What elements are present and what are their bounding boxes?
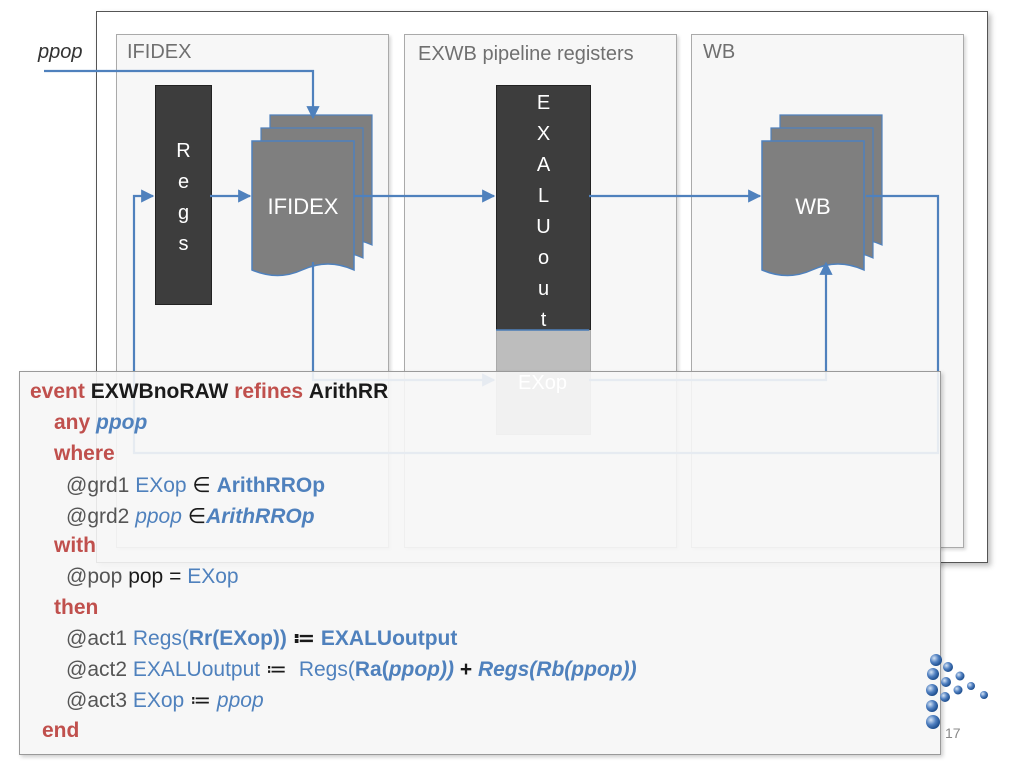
page-number: 17 (945, 725, 961, 741)
exaluout-letter: E (536, 92, 551, 114)
param-ppop: ppop (96, 411, 148, 434)
act2-ppop: ppop)) (388, 658, 454, 681)
ifidex-doc-front (251, 140, 355, 277)
end-line: end (42, 719, 79, 743)
exaluout-letter: o (537, 247, 550, 269)
act3-rhs: ppop (216, 689, 264, 712)
act2-lhs: EXALUoutput (132, 658, 261, 681)
act3-lhs: EXop (132, 689, 185, 712)
regs-letter: s (178, 233, 189, 255)
any-line: any ppop (54, 411, 147, 435)
act1-regs: Regs( (132, 627, 189, 650)
arrow-exop-to-wb (589, 261, 833, 382)
ifidex-doc-stack (251, 114, 373, 277)
regs-letter: e (177, 171, 190, 193)
pop-witness-line: @pop pop = EXop (66, 565, 239, 589)
exaluout-letter: t (540, 309, 547, 331)
arrow-ifidex-to-exop (311, 262, 496, 387)
act1-rr: Rr(EXop)) (188, 627, 287, 650)
kw-then: then (54, 596, 99, 619)
pop-label: @pop (66, 565, 123, 588)
exaluout-letter: X (536, 123, 551, 145)
regs-register: R e g s (155, 85, 212, 305)
kw-any: any (54, 411, 91, 434)
regs-letters: R e g s (156, 136, 211, 260)
exop-label: EXop (518, 372, 567, 394)
event-code-box (19, 371, 941, 755)
stage-title-exwb: EXWB pipeline registers (418, 43, 634, 65)
stage-title-wb: WB (703, 41, 736, 63)
event-name: EXWBnoRAW (90, 380, 229, 403)
regs-letter: g (177, 202, 190, 224)
grd1-set: ArithRROp (216, 474, 326, 497)
exaluout-register: E X A L U o u t (496, 85, 591, 332)
wb-doc-front (761, 140, 865, 277)
act1-rhs: EXALUoutput (320, 627, 458, 650)
exaluout-letter: A (536, 154, 551, 176)
kw-end: end (42, 719, 80, 742)
act3-line: @act3 EXop ≔ ppop (66, 688, 264, 713)
act2-plus: + (459, 658, 473, 681)
kw-refines: refines (234, 380, 304, 403)
act2-ra: Ra( (354, 658, 389, 681)
grd2-set: ArithRROp (206, 505, 315, 528)
act2-regs-rb: Regs(Rb(ppop)) (477, 658, 637, 681)
exaluout-letter: u (537, 278, 550, 300)
grd2-var: ppop (135, 505, 182, 528)
refined-event-name: ArithRR (308, 380, 389, 403)
stage-title-ifidex: IFIDEX (127, 41, 192, 63)
act1-label: @act1 (66, 627, 128, 650)
arrow-ppop-to-ifidex (44, 69, 320, 120)
regs-letter: R (176, 140, 191, 162)
kw-event: event (30, 380, 85, 403)
then-line: then (54, 596, 98, 620)
act3-label: @act3 (66, 689, 128, 712)
ppop-input-label: ppop (38, 41, 83, 63)
act1-line: @act1 Regs(Rr(EXop)) ≔ EXALUoutput (66, 626, 457, 651)
act2-line: @act2 EXALUoutput ≔ Regs(Ra(ppop)) + Reg… (66, 657, 637, 682)
pop-eq: = (169, 565, 182, 588)
grd1-label: @grd1 (66, 474, 130, 497)
ifidex-doc-label: IFIDEX (267, 194, 339, 219)
kw-where: where (54, 442, 115, 465)
act2-assign: ≔ (265, 658, 287, 681)
grd1-var: EXop (135, 474, 187, 497)
grd2-op: ∈ (187, 505, 207, 528)
exaluout-letter: U (536, 216, 551, 238)
pop-rhs: EXop (187, 565, 239, 588)
act2-label: @act2 (66, 658, 128, 681)
grd2-label: @grd2 (66, 505, 130, 528)
with-line: with (54, 534, 96, 558)
kw-with: with (54, 534, 96, 557)
wb-doc-label: WB (795, 194, 831, 219)
act1-assign: ≔ (292, 627, 316, 650)
act3-assign: ≔ (190, 689, 212, 712)
exaluout-letter: L (537, 185, 550, 207)
grd1-op: ∈ (192, 474, 211, 497)
exaluout-letters: E X A L U o u t (497, 88, 590, 336)
where-line: where (54, 442, 115, 466)
act2-regs: Regs( (298, 658, 355, 681)
grd1-line: @grd1 EXop ∈ ArithRROp (66, 473, 325, 498)
event-header-line: event EXWBnoRAW refines ArithRR (30, 380, 388, 404)
wb-doc-stack (761, 114, 883, 277)
grd2-line: @grd2 ppop ∈ArithRROp (66, 504, 315, 529)
pop-lhs: pop (128, 565, 164, 588)
sphere-logo-icon (926, 654, 988, 729)
